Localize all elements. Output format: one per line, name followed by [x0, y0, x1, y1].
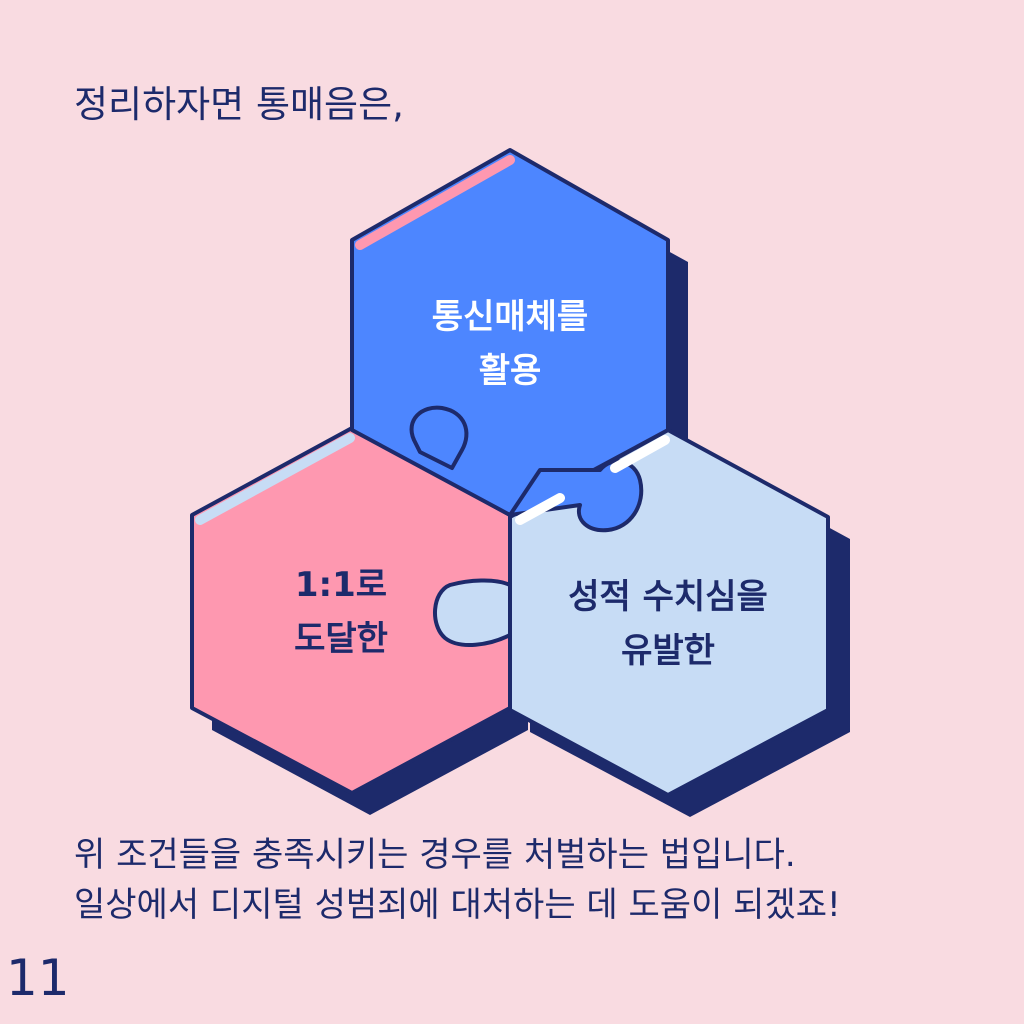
highlight-right-2: [610, 435, 670, 473]
hex-right-line1: 성적 수치심을: [568, 577, 768, 617]
hex-left-line2: 도달한: [294, 619, 388, 659]
hex-left-line1: 1:1로: [294, 565, 388, 605]
hex-right-label: 성적 수치심을 유발한: [568, 570, 768, 678]
knob-right-into-left: [432, 578, 512, 647]
summary-line1: 위 조건들을 충족시키는 경우를 처벌하는 법입니다.: [74, 835, 796, 875]
highlight-top: [355, 155, 515, 250]
intro-text: 정리하자면 통매음은,: [74, 83, 404, 126]
hex-left-label: 1:1로 도달한: [294, 558, 388, 666]
hex-right-line2: 유발한: [621, 631, 715, 671]
page-number: 11: [6, 949, 70, 1007]
highlight-right: [515, 493, 565, 525]
summary-text: 위 조건들을 충족시키는 경우를 처벌하는 법입니다. 일상에서 디지털 성범죄…: [74, 830, 841, 930]
hex-top-line2: 활용: [478, 351, 542, 391]
hex-top-label: 통신매체를 활용: [432, 290, 588, 398]
hex-top-line1: 통신매체를: [431, 297, 589, 337]
knob-top-into-left: [409, 405, 469, 470]
summary-line2: 일상에서 디지털 성범죄에 대처하는 데 도움이 되겠죠!: [74, 885, 841, 925]
highlight-left: [195, 433, 355, 525]
